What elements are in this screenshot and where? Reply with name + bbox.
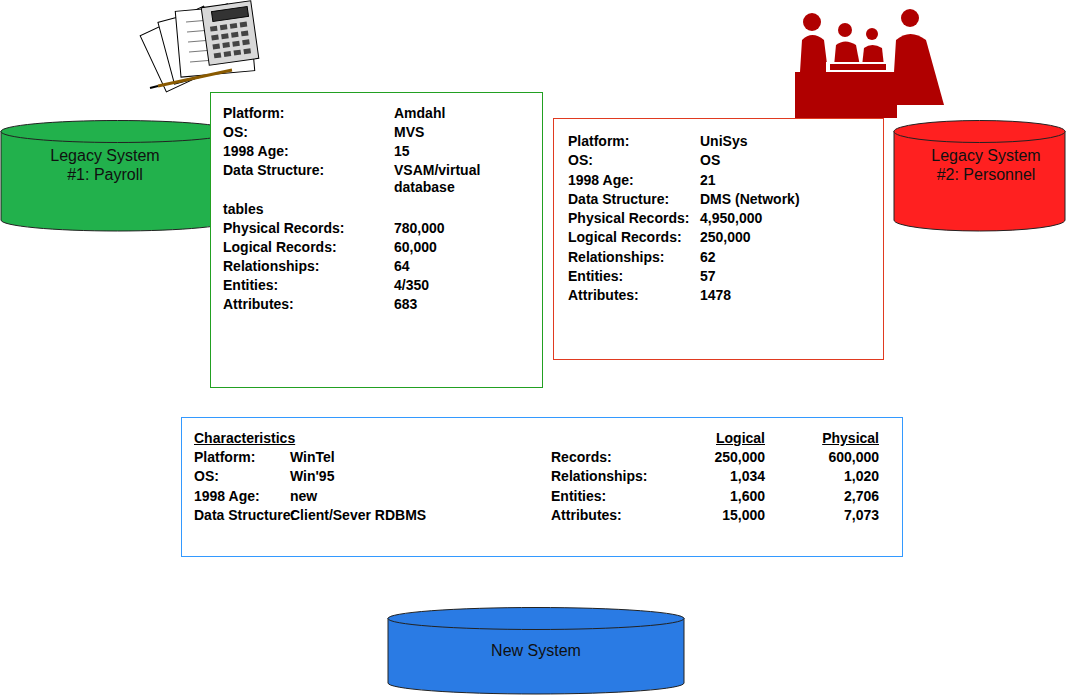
table-cell: 64 [394, 258, 410, 275]
characteristics-box: Characteristics Logical PhysicalPlatform: W… [181, 417, 903, 557]
table-cell: Logical [716, 430, 765, 447]
table-cell: VSAM/virtual database [394, 162, 522, 196]
table-cell: Relationships: [223, 258, 319, 275]
table-cell: 60,000 [394, 239, 437, 256]
table-cell: 683 [394, 296, 417, 313]
table-cell: Platform: [194, 449, 255, 466]
table-cell: Physical Records: [223, 220, 344, 237]
table-cell: Platform: [568, 133, 629, 150]
table-cell: UniSys [700, 133, 747, 150]
system-label: Legacy System #2: Personnel [921, 146, 1051, 184]
table-cell: OS: [568, 152, 593, 169]
table-cell: Attributes: [551, 507, 622, 524]
table-cell: Data Structure: [568, 191, 669, 208]
table-cell: 1998 Age: [223, 143, 289, 160]
table-cell: Logical Records: [568, 229, 682, 246]
table-cell: 21 [700, 172, 716, 189]
table-cell: DMS (Network) [700, 191, 800, 208]
table-cell: 1,020 [844, 468, 879, 485]
table-cell: Data Structure: [223, 162, 324, 179]
meeting-clipart [795, 9, 944, 118]
table-cell: Amdahl [394, 105, 445, 122]
database-cylinder: New System [387, 607, 685, 695]
table-cell: 62 [700, 249, 716, 266]
table-cell: 7,073 [844, 507, 879, 524]
table-cell: Data Structure: [194, 507, 295, 524]
table-cell: MVS [394, 124, 424, 141]
table-cell: Characteristics [194, 430, 295, 447]
info-box: Platform: UniSysOS: OS 1998 Age: 21Data Stru… [553, 118, 884, 360]
info-box: Platform: AmdahlOS: MVS 1998 Age: 15Data Str… [210, 92, 543, 388]
table-cell: 15,000 [722, 507, 765, 524]
table-cell: OS: [194, 468, 219, 485]
table-cell: 600,000 [828, 449, 879, 466]
table-cell: 1998 Age: [194, 488, 260, 505]
table-cell: Platform: [223, 105, 284, 122]
database-cylinder: Legacy System #1: Payroll [0, 120, 235, 232]
table-cell: Physical Records: [568, 210, 689, 227]
table-cell: Relationships: [551, 468, 647, 485]
table-cell: Entities: [551, 488, 606, 505]
table-cell: OS [700, 152, 720, 169]
table-cell: Records: [551, 449, 612, 466]
table-cell: 15 [394, 143, 410, 160]
table-cell: 57 [700, 268, 716, 285]
table-cell: 2,706 [844, 488, 879, 505]
table-cell: Physical [822, 430, 879, 447]
table-cell: Entities: [568, 268, 623, 285]
table-cell: 250,000 [700, 229, 751, 246]
table-cell: 4/350 [394, 277, 429, 294]
system-label: New System [436, 641, 636, 660]
table-cell: Entities: [223, 277, 278, 294]
table-cell: tables [223, 201, 263, 218]
table-cell: Client/Sever RDBMS [290, 507, 426, 524]
table-cell: 250,000 [714, 449, 765, 466]
table-cell: 1,034 [730, 468, 765, 485]
table-cell: WinTel [290, 449, 335, 466]
table-cell: Logical Records: [223, 239, 337, 256]
table-cell: 780,000 [394, 220, 445, 237]
table-cell: Attributes: [223, 296, 294, 313]
database-cylinder: Legacy System #2: Personnel [893, 120, 1066, 232]
table-cell: 1,600 [730, 488, 765, 505]
table-cell: 1478 [700, 287, 731, 304]
table-cell: OS: [223, 124, 248, 141]
table-cell: Attributes: [568, 287, 639, 304]
calculator-clipart [140, 1, 259, 92]
table-cell: Relationships: [568, 249, 664, 266]
table-cell: 1998 Age: [568, 172, 634, 189]
table-cell: new [290, 488, 317, 505]
table-cell: 4,950,000 [700, 210, 762, 227]
table-cell: Win'95 [290, 468, 334, 485]
system-label: Legacy System #1: Payroll [40, 146, 170, 184]
